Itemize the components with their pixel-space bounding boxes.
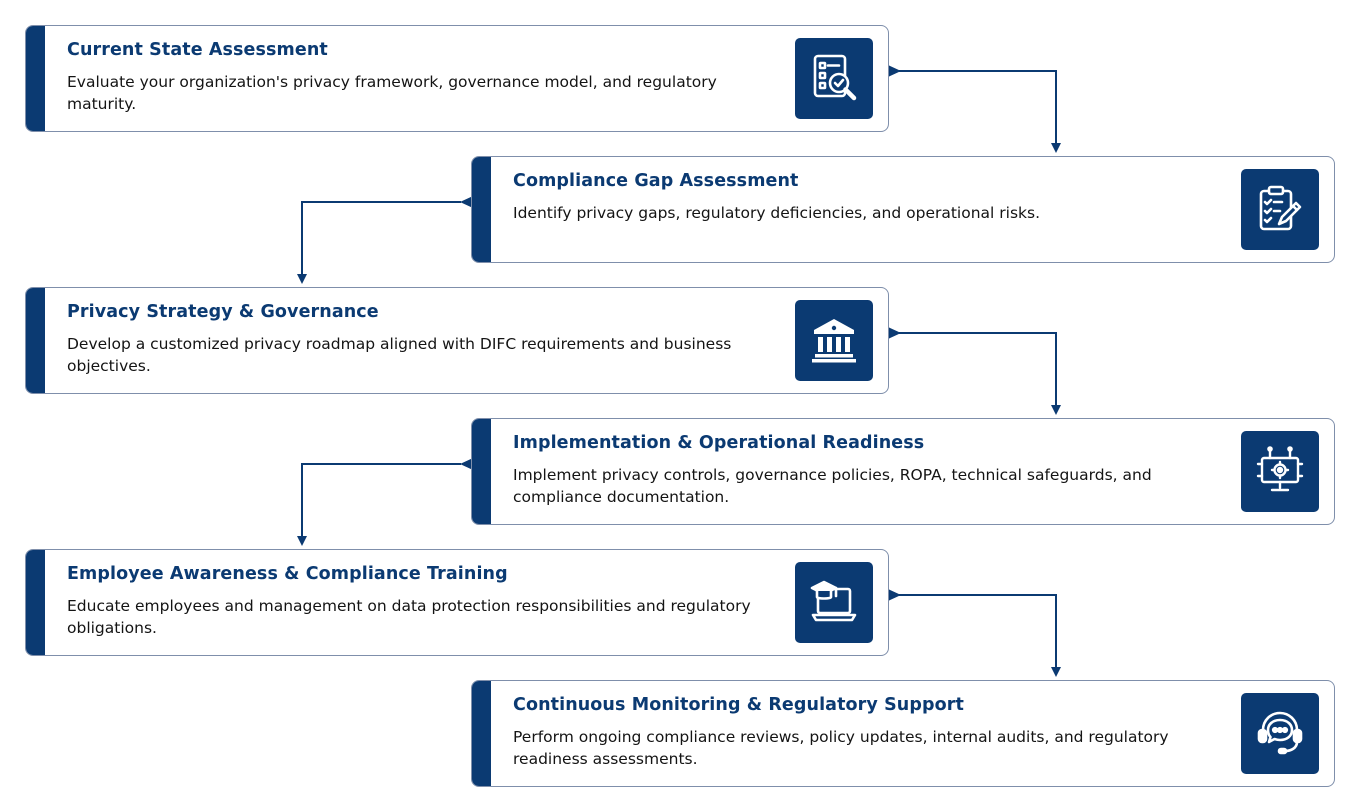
step-title: Current State Assessment	[67, 40, 328, 60]
connector-2-3-start	[460, 196, 473, 208]
step-accent-bar	[472, 157, 491, 262]
step-accent-bar	[26, 288, 45, 393]
step-title: Implementation & Operational Readiness	[513, 433, 925, 453]
connector-4-5	[297, 463, 461, 546]
connector-5-6	[899, 594, 1061, 677]
connector-3-4-start	[888, 327, 901, 339]
connector-5-6-start	[888, 589, 901, 601]
step-description: Perform ongoing compliance reviews, poli…	[513, 728, 1169, 768]
step-card-continuous-monitoring-support: Continuous Monitoring & Regulatory Suppo…	[471, 680, 1335, 787]
step-title: Compliance Gap Assessment	[513, 171, 799, 191]
laptop-graduation-icon	[795, 562, 873, 643]
step-card-employee-awareness-training: Employee Awareness & Compliance Training…	[25, 549, 889, 656]
step-card-privacy-strategy-governance: Privacy Strategy & Governance Develop a …	[25, 287, 889, 394]
step-card-compliance-gap-assessment: Compliance Gap Assessment Identify priva…	[471, 156, 1335, 263]
clipboard-checklist-icon	[1241, 169, 1319, 250]
step-title: Privacy Strategy & Governance	[67, 302, 379, 322]
step-accent-bar	[26, 26, 45, 131]
connector-2-3	[297, 201, 461, 284]
support-headset-icon	[1241, 693, 1319, 774]
step-accent-bar	[472, 681, 491, 786]
step-description: Implement privacy controls, governance p…	[513, 466, 1152, 506]
step-description: Develop a customized privacy roadmap ali…	[67, 335, 732, 375]
step-accent-bar	[472, 419, 491, 524]
step-title: Employee Awareness & Compliance Training	[67, 564, 508, 584]
step-card-implementation-operational-readiness: Implementation & Operational Readiness I…	[471, 418, 1335, 525]
connector-4-5-start	[460, 458, 473, 470]
connector-1-2-start	[888, 65, 901, 77]
government-building-icon	[795, 300, 873, 381]
connector-3-4	[899, 332, 1061, 415]
step-card-current-state-assessment: Current State Assessment Evaluate your o…	[25, 25, 889, 132]
step-description: Identify privacy gaps, regulatory defici…	[513, 204, 1041, 222]
monitor-gear-icon	[1241, 431, 1319, 512]
assessment-magnifier-icon	[795, 38, 873, 119]
step-description: Educate employees and management on data…	[67, 597, 751, 637]
step-description: Evaluate your organization's privacy fra…	[67, 73, 717, 113]
step-title: Continuous Monitoring & Regulatory Suppo…	[513, 695, 964, 715]
step-accent-bar	[26, 550, 45, 655]
connector-1-2	[899, 70, 1061, 153]
